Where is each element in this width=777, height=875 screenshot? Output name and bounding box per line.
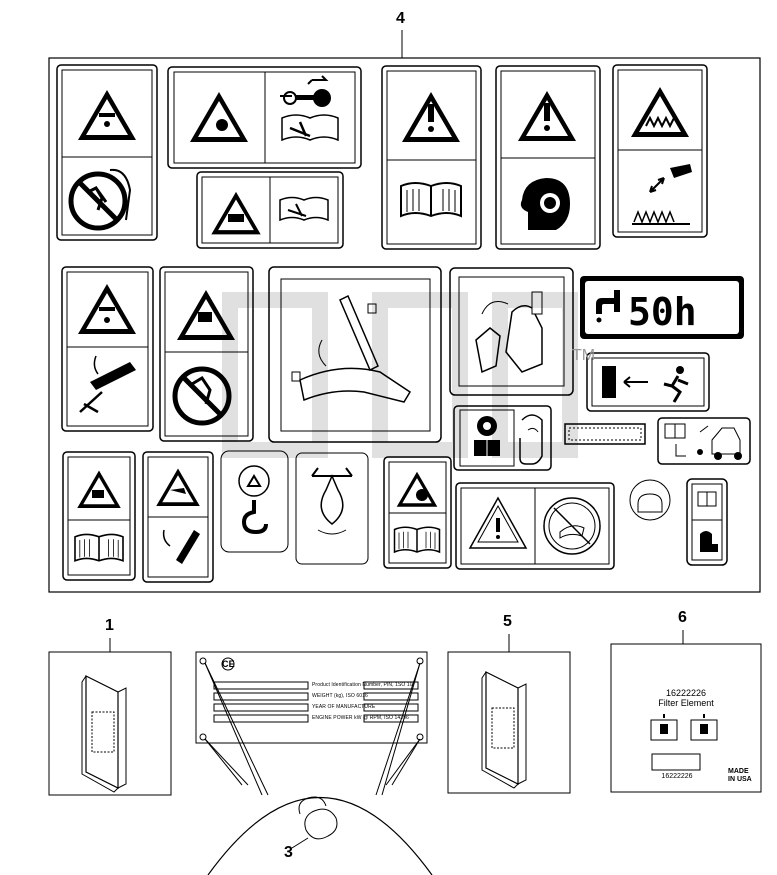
callout-5: 5 [503, 613, 512, 630]
callout-4: 4 [396, 10, 405, 27]
decal-sheet: 50h [48, 57, 761, 593]
decal-lift-point [220, 450, 289, 553]
decal-entanglement [142, 451, 214, 583]
id-plate-line-3: YEAR OF MANUFACTURE [312, 704, 376, 710]
decal-tie-down [295, 452, 369, 565]
decal-roll-over [62, 451, 136, 581]
identification-plate [195, 651, 428, 796]
decal-round-marker [629, 479, 671, 521]
decal-emergency-exit [586, 352, 710, 412]
filter-part-number: 16222226 [665, 688, 707, 698]
filter-origin: MADE IN USA [728, 768, 752, 783]
id-plate-ce-mark: CE [222, 659, 235, 669]
operator-manual-right [447, 651, 571, 794]
decal-hearing-protection [495, 65, 601, 250]
filter-title: Filter Element [658, 698, 714, 708]
watermark [222, 292, 578, 458]
operator-manual-left [48, 651, 172, 796]
lube-interval-label: 50h [628, 290, 697, 334]
callout-3: 3 [284, 844, 293, 861]
decal-thrown-objects [167, 66, 362, 169]
decal-lube-interval: 50h [580, 276, 744, 339]
decal-engine-manual [453, 405, 552, 471]
callout-6: 6 [678, 609, 687, 626]
trademark-mark: TM [572, 347, 595, 364]
decal-hot-surface [612, 64, 708, 238]
decal-crush-hazard [56, 64, 158, 241]
decal-pinch-hazard [196, 171, 344, 249]
decal-control-pattern [449, 267, 574, 396]
id-plate-line-1: Product Identification Number, PIN, 1SO … [312, 682, 413, 688]
filter-element-decal [610, 643, 762, 793]
callout-1: 1 [105, 617, 114, 634]
decal-battery-warning [383, 456, 452, 569]
decal-stay-clear [159, 266, 254, 442]
decal-no-step [455, 482, 615, 570]
rivet-detail [207, 796, 433, 875]
decal-hatched-strip [564, 423, 646, 445]
decal-lift-arm-lock [268, 266, 442, 443]
filter-bottom-number: 16222226 [661, 773, 693, 780]
lower-parts [48, 630, 762, 875]
decal-operator-info [657, 417, 751, 465]
decal-seat-manual [686, 478, 728, 566]
decal-read-manual [381, 65, 482, 250]
id-plate-line-2: WEIGHT (kg), ISO 6016 [312, 693, 368, 699]
id-plate-line-4: ENGINE POWER kW @ RPM, ISO 14396 [312, 715, 409, 721]
decal-falling-load [61, 266, 154, 432]
